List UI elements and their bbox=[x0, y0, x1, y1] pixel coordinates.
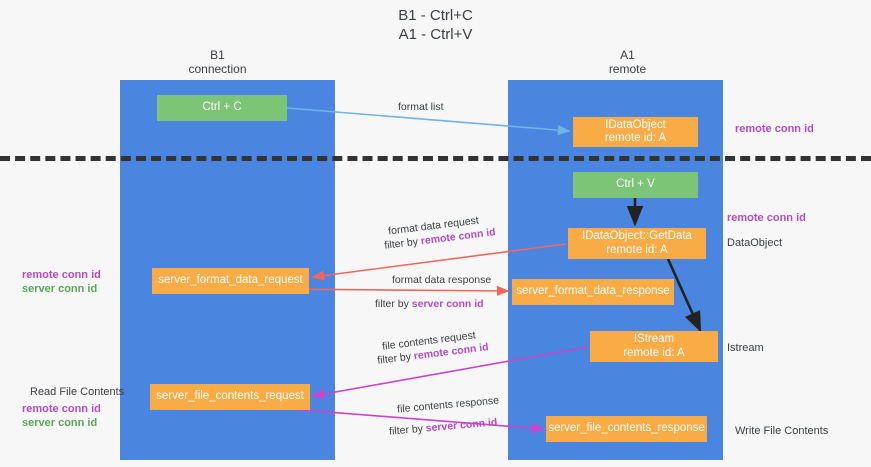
legend-server-conn-id: server conn id bbox=[22, 417, 98, 429]
side-label-read-file-contents: Read File Contents bbox=[30, 386, 125, 398]
node-ctrl-v: Ctrl + V bbox=[573, 172, 698, 198]
phase-divider bbox=[0, 156, 871, 161]
legend-server-conn-id: server conn id bbox=[22, 283, 98, 295]
legend-remote-conn-id: remote conn id bbox=[22, 403, 101, 415]
node-server-file-contents-response: server_file_contents_response bbox=[546, 416, 707, 442]
filter-by-text: filter by bbox=[388, 422, 427, 438]
side-label-remote-conn-id-top: remote conn id bbox=[735, 123, 814, 135]
filter-by-text: filter by bbox=[375, 298, 412, 310]
node-istream: IStream remote id: A bbox=[590, 331, 718, 362]
node-idataobject-getdata: IDataObject::GetData remote id: A bbox=[568, 228, 706, 259]
server-conn-id-text: server conn id bbox=[411, 298, 484, 310]
legend-remote-conn-id: remote conn id bbox=[22, 269, 101, 281]
lane-header-a1: A1 remote bbox=[608, 48, 647, 76]
edge-label-file-contents-response: file contents response bbox=[396, 394, 500, 416]
side-label-istream: Istream bbox=[727, 342, 764, 354]
node-server-format-data-response: server_format_data_response bbox=[512, 279, 674, 305]
legend-conn-ids-top: remote conn id server conn id bbox=[22, 268, 101, 296]
page-title: B1 - Ctrl+C A1 - Ctrl+V bbox=[398, 7, 473, 43]
legend-conn-ids-bottom: remote conn id server conn id bbox=[22, 402, 101, 430]
node-idataobject: IDataObject remote id: A bbox=[573, 117, 698, 147]
lane-header-b1: B1 connection bbox=[188, 48, 247, 76]
server-conn-id-text: server conn id bbox=[425, 416, 498, 435]
side-label-write-file-contents: Write File Contents bbox=[735, 425, 829, 437]
node-server-format-data-request: server_format_data_request bbox=[152, 268, 309, 294]
side-label-dataobject: DataObject bbox=[727, 237, 783, 249]
side-label-remote-conn-id-mid: remote conn id bbox=[727, 212, 806, 224]
node-server-file-contents-request: server_file_contents_request bbox=[150, 384, 310, 410]
edge-label-format-data-response: format data response bbox=[392, 274, 492, 286]
edge-label-format-data-response-filter: filter by server conn id bbox=[375, 298, 484, 311]
edge-label-file-contents-response-filter: filter by server conn id bbox=[389, 416, 498, 438]
edge-label-format-list: format list bbox=[398, 101, 444, 113]
node-ctrl-c: Ctrl + C bbox=[157, 95, 287, 121]
